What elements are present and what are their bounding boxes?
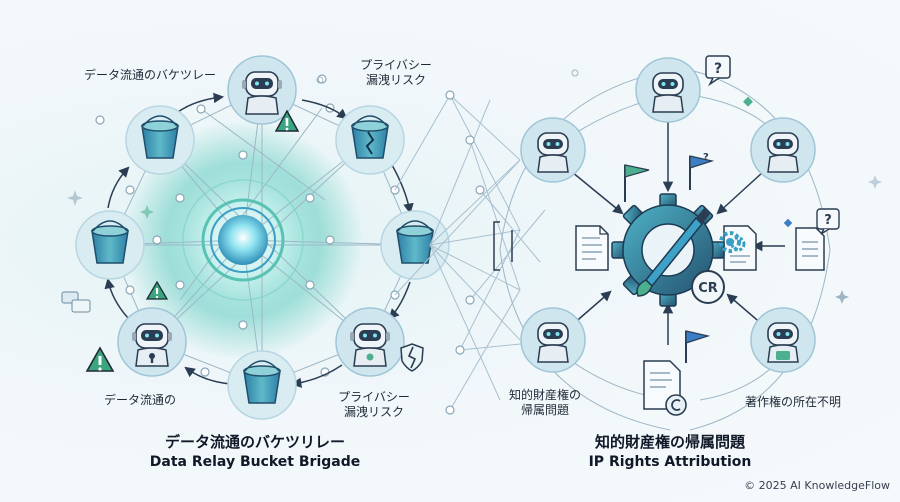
chat-bubbles-icon xyxy=(61,291,91,313)
robot-node-bottom-right xyxy=(335,307,405,377)
robot-node-right-lower-left xyxy=(520,307,586,373)
robot-node-right-lower-right xyxy=(750,307,816,373)
label-ip-attribution: 知的財産権の 帰属問題 xyxy=(500,388,590,418)
label-line: 知的財産権の xyxy=(508,388,581,402)
label-line: 帰属問題 xyxy=(520,403,569,417)
flag-question-icon: ? xyxy=(689,152,715,190)
svg-text:?: ? xyxy=(824,213,832,228)
hub-ring-mid xyxy=(210,207,276,273)
document-question-icon: ? xyxy=(795,208,840,271)
left-network-nodes xyxy=(95,74,400,377)
bucket-node-left xyxy=(75,210,145,280)
label-line: 漏洩リスク xyxy=(365,73,426,87)
hub-core xyxy=(218,215,268,265)
label-privacy-risk-bottom: プライバシー 漏洩リスク xyxy=(332,390,416,420)
bucket-icon xyxy=(396,220,434,264)
label-data-relay-top: データ流通のバケツレー xyxy=(84,68,217,82)
robot-node-bottom-left xyxy=(117,307,187,377)
robot-icon xyxy=(652,72,684,113)
left-title-jp: データ流通のバケツリレー xyxy=(164,433,345,451)
document-icon xyxy=(575,225,609,271)
warning-icon xyxy=(274,109,300,132)
svg-text:CR: CR xyxy=(698,281,718,296)
hub-ring-halo xyxy=(182,179,304,301)
cr-badge: CR xyxy=(691,270,725,304)
warning-icon xyxy=(145,280,169,300)
robot-node-right-upper-right xyxy=(750,117,816,183)
robot-icon xyxy=(537,322,569,363)
middle-connector-lines xyxy=(394,94,546,411)
flag-icon xyxy=(624,164,650,202)
question-bubble-icon: ? xyxy=(705,55,731,87)
bucket-node-bottom xyxy=(227,350,297,420)
robot-icon xyxy=(767,322,799,363)
robot-node-top xyxy=(227,55,300,132)
broken-shield-icon xyxy=(400,343,424,372)
bucket-node-right xyxy=(380,210,450,280)
label-line: プライバシー xyxy=(338,390,410,404)
middle-connector-nodes xyxy=(445,90,485,415)
bucket-node-top-right-cracked xyxy=(335,105,405,175)
robot-icon xyxy=(537,132,569,173)
svg-text:?: ? xyxy=(703,152,709,163)
middle-bracket-left xyxy=(493,221,513,271)
label-data-relay-bottom: データ流通の xyxy=(104,393,177,407)
warning-icon xyxy=(85,346,115,372)
document-gear-icon xyxy=(723,225,757,271)
bucket-icon xyxy=(141,115,179,159)
cracked-bucket-icon xyxy=(351,115,389,159)
right-title-jp: 知的財産権の帰属問題 xyxy=(594,433,745,451)
bucket-icon xyxy=(91,220,129,264)
bucket-icon xyxy=(243,360,281,404)
sparkle-decorations xyxy=(67,76,324,219)
robot-icon xyxy=(350,323,390,367)
robot-node-right-upper-left xyxy=(520,117,586,183)
hub-ring-outer xyxy=(201,198,285,282)
small-gear-icon xyxy=(719,231,741,253)
copyright-footer: © 2025 AI KnowledgeFlow xyxy=(744,479,890,492)
label-line: プライバシー xyxy=(360,58,432,72)
robot-icon xyxy=(242,71,282,115)
label-copyright-unknown: 著作権の所在不明 xyxy=(745,395,842,409)
right-section-title: 知的財産権の帰属問題 IP Rights Attribution xyxy=(545,432,795,472)
robot-icon xyxy=(132,323,172,367)
left-section-title: データ流通のバケツリレー Data Relay Bucket Brigade xyxy=(115,432,395,472)
document-copyright-icon xyxy=(643,360,687,416)
bucket-node-top-left xyxy=(125,105,195,175)
robot-icon xyxy=(767,132,799,173)
label-privacy-risk-top: プライバシー 漏洩リスク xyxy=(354,58,438,88)
svg-text:?: ? xyxy=(714,61,722,77)
robot-node-right-top: ? xyxy=(635,55,731,123)
flag-icon xyxy=(685,330,711,363)
right-title-en: IP Rights Attribution xyxy=(588,454,752,470)
label-line: 漏洩リスク xyxy=(343,405,404,419)
left-title-en: Data Relay Bucket Brigade xyxy=(149,454,361,470)
